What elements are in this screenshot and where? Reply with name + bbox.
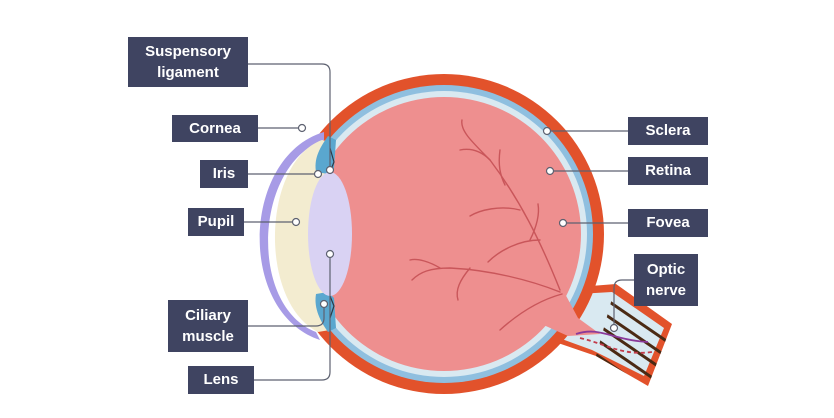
dot-fovea <box>558 218 568 228</box>
label-pupil-text: Pupil <box>197 213 235 230</box>
label-optic-nerve-text: Optic nerve <box>645 261 687 299</box>
leader-ciliary-muscle <box>248 306 325 327</box>
dot-sclera <box>542 126 552 136</box>
iris-upper <box>315 136 336 174</box>
label-sclera: Sclera <box>628 117 708 145</box>
optic-nerve-vessels <box>575 330 653 354</box>
label-suspensory-ligament: Suspensory ligament <box>128 37 248 87</box>
label-fovea-text: Fovea <box>646 214 690 231</box>
leader-optic-nerve <box>613 279 634 326</box>
label-cornea-text: Cornea <box>189 119 241 137</box>
label-lens-text: Lens <box>203 371 239 388</box>
retinal-blood-vessels <box>409 119 563 331</box>
vitreous-body <box>307 97 581 371</box>
label-ciliary-muscle-text: Ciliary muscle <box>182 307 234 345</box>
cornea <box>259 132 324 340</box>
dot-iris <box>313 169 323 179</box>
leader-dots <box>291 123 619 333</box>
label-retina: Retina <box>628 157 708 185</box>
label-optic-nerve: Optic nerve <box>634 254 698 306</box>
label-fovea: Fovea <box>628 209 708 237</box>
label-cornea: Cornea <box>172 115 258 142</box>
dot-pupil <box>291 217 301 227</box>
label-lens: Lens <box>188 366 254 394</box>
label-iris: Iris <box>200 160 248 188</box>
dot-lens <box>325 249 335 259</box>
optic-disc <box>528 262 600 336</box>
label-retina-text: Retina <box>645 162 691 179</box>
dot-ciliary-muscle <box>319 299 329 309</box>
label-suspensory-ligament-text: Suspensory ligament <box>145 43 231 81</box>
label-sclera-text: Sclera <box>645 122 691 139</box>
leader-lines <box>244 63 634 381</box>
dot-retina <box>545 166 555 176</box>
dot-cornea <box>297 123 307 133</box>
leader-lens <box>254 254 331 381</box>
dot-optic-nerve <box>609 323 619 333</box>
label-pupil: Pupil <box>188 208 244 236</box>
lens <box>308 172 352 296</box>
label-iris-text: Iris <box>212 165 236 182</box>
label-ciliary-muscle: Ciliary muscle <box>168 300 248 352</box>
dot-suspensory-ligament <box>325 165 335 175</box>
leader-suspensory-ligament <box>248 63 331 168</box>
